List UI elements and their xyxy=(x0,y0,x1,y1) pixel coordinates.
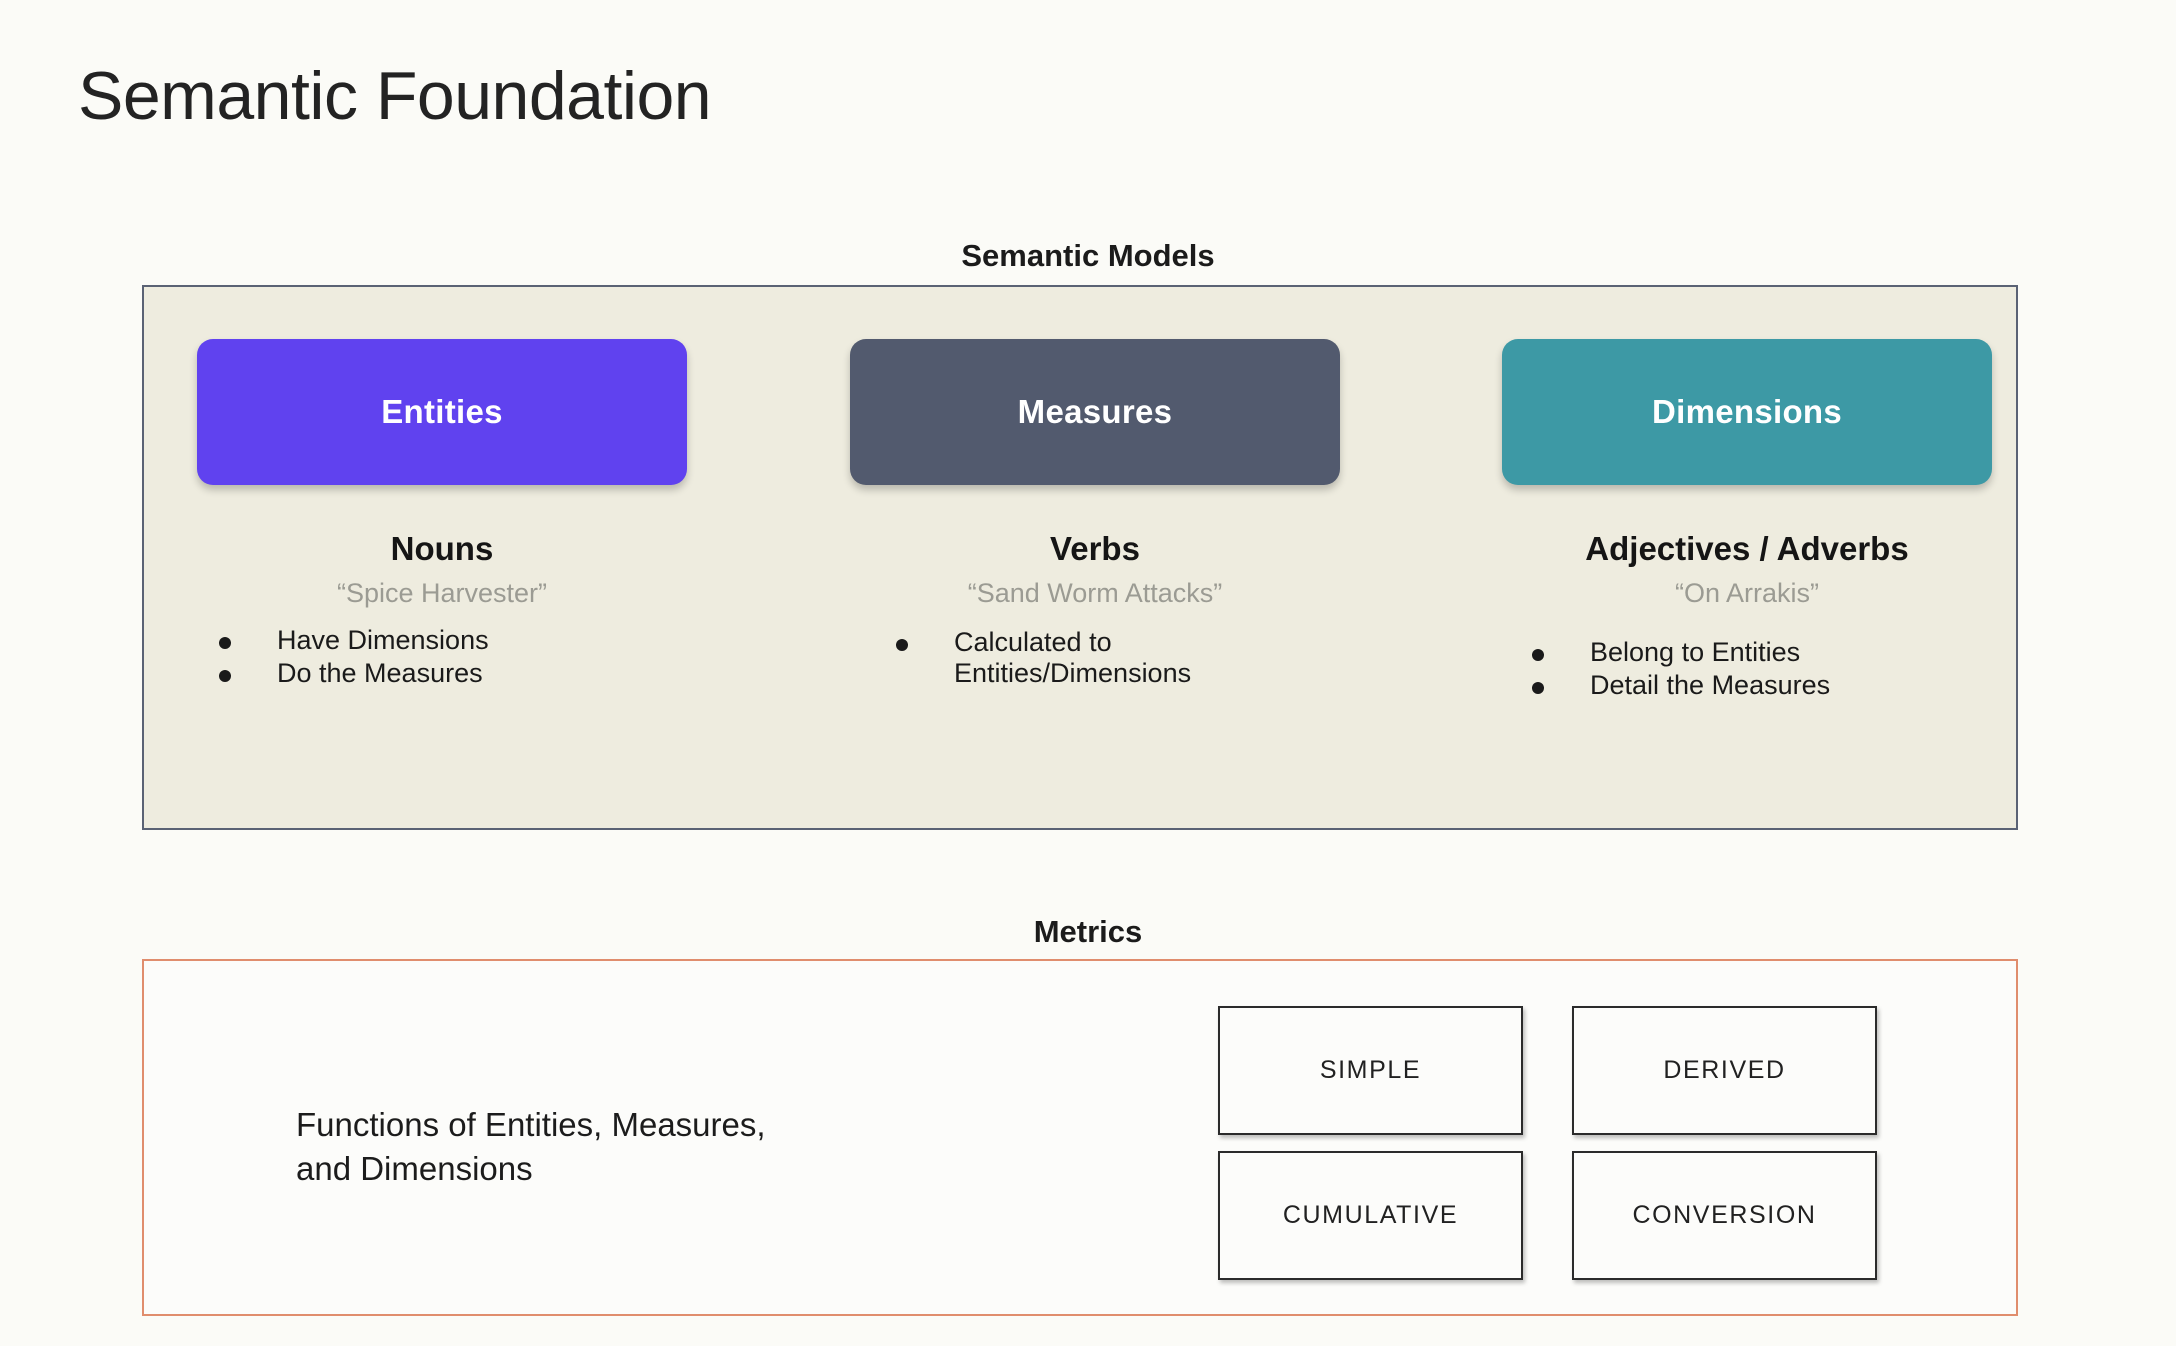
entities-part-of-speech: Nouns xyxy=(390,530,494,567)
dimensions-pill-label: Dimensions xyxy=(1651,393,1843,430)
list-item-label: Do the Measures xyxy=(277,657,483,688)
bullet-dot-icon xyxy=(896,639,908,651)
metric-type-simple[interactable]: SIMPLE xyxy=(1218,1006,1523,1135)
bullet-dot-icon xyxy=(219,669,231,682)
semantic-models-caption: Semantic Models xyxy=(961,238,1215,273)
list-item-label: Belong to Entities xyxy=(1590,637,1801,667)
entities-example-quote: “Spice Harvester” xyxy=(336,578,548,608)
entities-bullet-list: Have Dimensions Do the Measures xyxy=(219,625,709,691)
measures-pill[interactable]: Measures xyxy=(850,339,1340,485)
measures-example-quote: “Sand Worm Attacks” xyxy=(967,578,1223,608)
metric-type-derived-label: DERIVED xyxy=(1663,1056,1786,1084)
bullet-dot-icon xyxy=(219,637,231,649)
list-item: Detail the Measures xyxy=(1532,670,2022,701)
metrics-description-line-1: Functions of Entities, Measures, xyxy=(296,1106,766,1143)
metrics-caption: Metrics xyxy=(1033,914,1143,949)
dimensions-part-of-speech: Adjectives / Adverbs xyxy=(1585,530,1909,567)
list-item: Belong to Entities xyxy=(1532,637,2022,668)
bullet-dot-icon xyxy=(1532,681,1544,694)
list-item: Do the Measures xyxy=(219,658,709,689)
list-item-label: Detail the Measures xyxy=(1590,669,1831,700)
metrics-description: Functions of Entities, Measures, and Dim… xyxy=(296,1103,996,1190)
list-item-label: Calculated to Entities/Dimensions xyxy=(954,627,1192,688)
metric-type-grid: SIMPLE DERIVED CUMULATIVE CONVERSION xyxy=(1218,1006,1877,1280)
metrics-panel: Functions of Entities, Measures, and Dim… xyxy=(142,959,2018,1316)
metric-type-cumulative-label: CUMULATIVE xyxy=(1282,1201,1459,1229)
metric-type-derived[interactable]: DERIVED xyxy=(1572,1006,1877,1135)
metric-type-conversion[interactable]: CONVERSION xyxy=(1572,1151,1877,1280)
list-item: Have Dimensions xyxy=(219,625,709,656)
semantic-models-panel: Entities Nouns “Spice Harvester” Have Di… xyxy=(142,285,2018,830)
metric-type-simple-label: SIMPLE xyxy=(1319,1056,1422,1084)
list-item: Calculated to Entities/Dimensions xyxy=(896,627,1386,689)
bullet-dot-icon xyxy=(1532,649,1544,661)
measures-pill-label: Measures xyxy=(1017,393,1173,430)
dimensions-example-quote: “On Arrakis” xyxy=(1674,578,1820,608)
dimensions-bullet-list: Belong to Entities Detail the Measures xyxy=(1532,637,2022,703)
list-item-label: Have Dimensions xyxy=(277,625,489,655)
metrics-description-line-2: and Dimensions xyxy=(296,1149,533,1187)
page-title: Semantic Foundation xyxy=(78,58,712,134)
measures-bullet-list: Calculated to Entities/Dimensions xyxy=(896,627,1386,691)
metric-type-conversion-label: CONVERSION xyxy=(1632,1201,1817,1229)
metric-type-cumulative[interactable]: CUMULATIVE xyxy=(1218,1151,1523,1280)
dimensions-pill[interactable]: Dimensions xyxy=(1502,339,1992,485)
entities-pill-label: Entities xyxy=(381,393,503,430)
measures-part-of-speech: Verbs xyxy=(1050,530,1140,567)
entities-pill[interactable]: Entities xyxy=(197,339,687,485)
